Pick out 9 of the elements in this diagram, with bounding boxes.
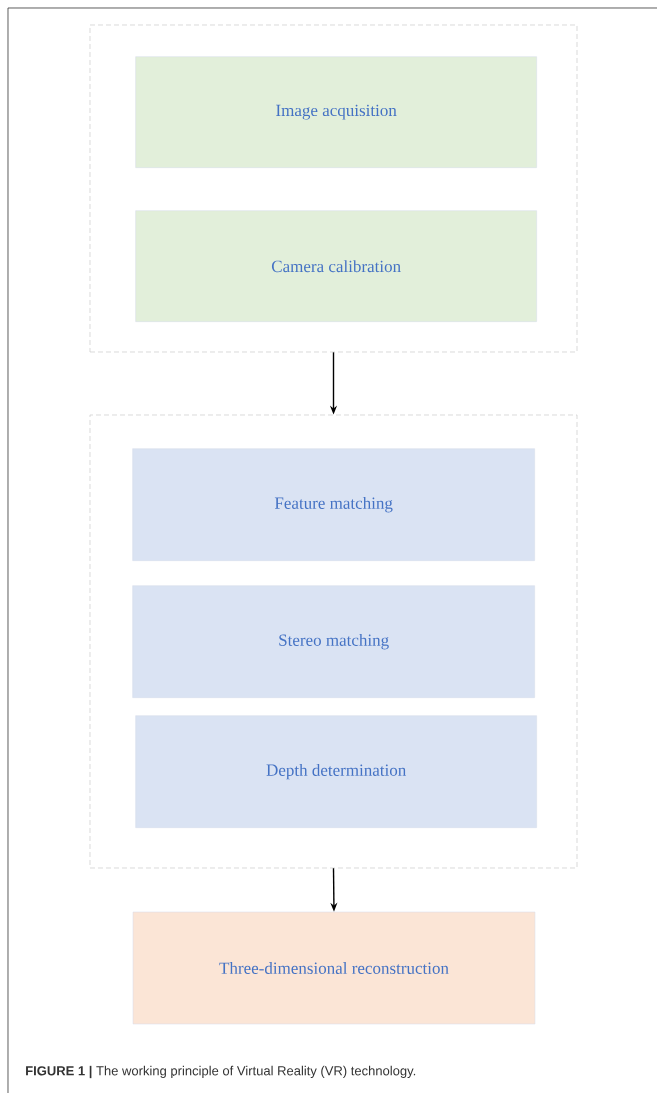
group-frame — [89, 414, 578, 869]
process-box: Stereo matching — [132, 585, 535, 698]
process-box: Feature matching — [132, 448, 535, 561]
group-frame — [89, 24, 578, 353]
process-box: Image acquisition — [135, 56, 537, 168]
process-box: Three-dimensional reconstruction — [132, 911, 536, 1025]
process-box: Camera calibration — [135, 210, 537, 322]
caption: FIGURE 1 | The working principle of Virtual Reality (VR) technology. — [26, 1065, 416, 1079]
process-box: Depth determination — [135, 715, 537, 828]
